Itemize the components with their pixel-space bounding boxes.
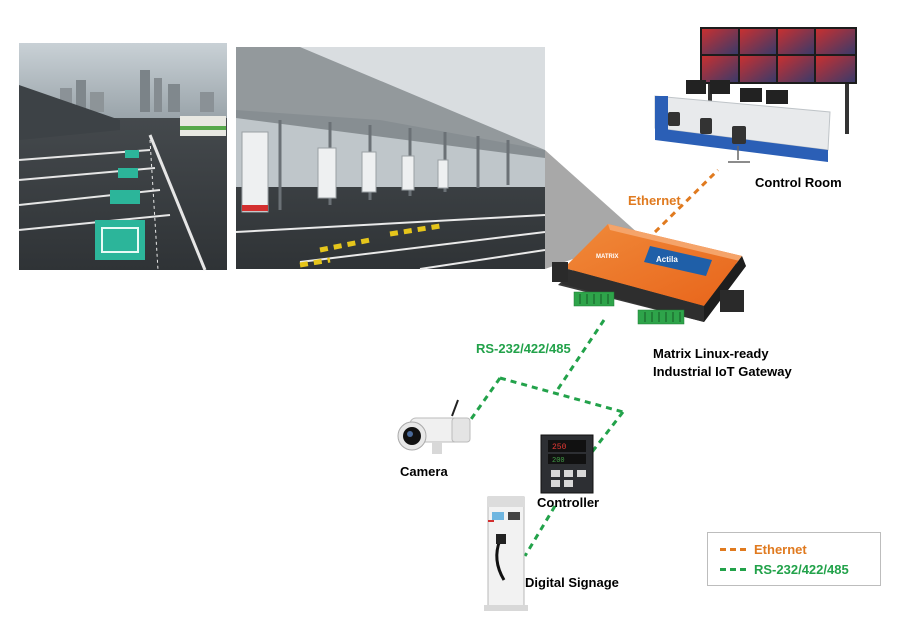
ethernet-link — [653, 168, 720, 234]
legend-ethernet-swatch — [720, 547, 746, 551]
control-room-label: Control Room — [755, 175, 842, 190]
parking-lot-photo — [18, 43, 227, 271]
charging-pillar-image — [484, 496, 528, 611]
control-room-image — [654, 27, 857, 163]
legend-box: Ethernet RS-232/422/485 — [707, 532, 881, 586]
legend-item-ethernet: Ethernet — [720, 540, 807, 558]
charging-station-photo — [235, 47, 546, 270]
controller-image: 250 200 — [540, 434, 594, 494]
ethernet-link-label: Ethernet — [628, 193, 681, 208]
gateway-label-line2-text: Industrial IoT Gateway — [653, 364, 792, 379]
svg-text:250: 250 — [552, 443, 567, 452]
legend-item-rs: RS-232/422/485 — [720, 560, 849, 578]
gateway-label-line1: Matrix Linux-ready — [653, 346, 769, 361]
camera-label: Camera — [400, 464, 448, 479]
gateway-label-line2: Industrial IoT Gateway — [653, 364, 792, 379]
iot-gateway-device: Actila MATRIX — [552, 224, 746, 325]
legend-rs-label: RS-232/422/485 — [754, 561, 849, 577]
controller-label: Controller — [537, 495, 600, 510]
camera-image — [397, 399, 471, 454]
legend-rs-swatch — [720, 567, 746, 571]
device-brand-text: MATRIX — [596, 254, 619, 260]
digital-signage-label: Digital Signage — [525, 575, 619, 590]
rs-link-label: RS-232/422/485 — [476, 341, 571, 356]
device-model-text: Actila — [656, 255, 678, 264]
svg-text:200: 200 — [552, 457, 565, 465]
legend-ethernet-label: Ethernet — [754, 541, 807, 557]
